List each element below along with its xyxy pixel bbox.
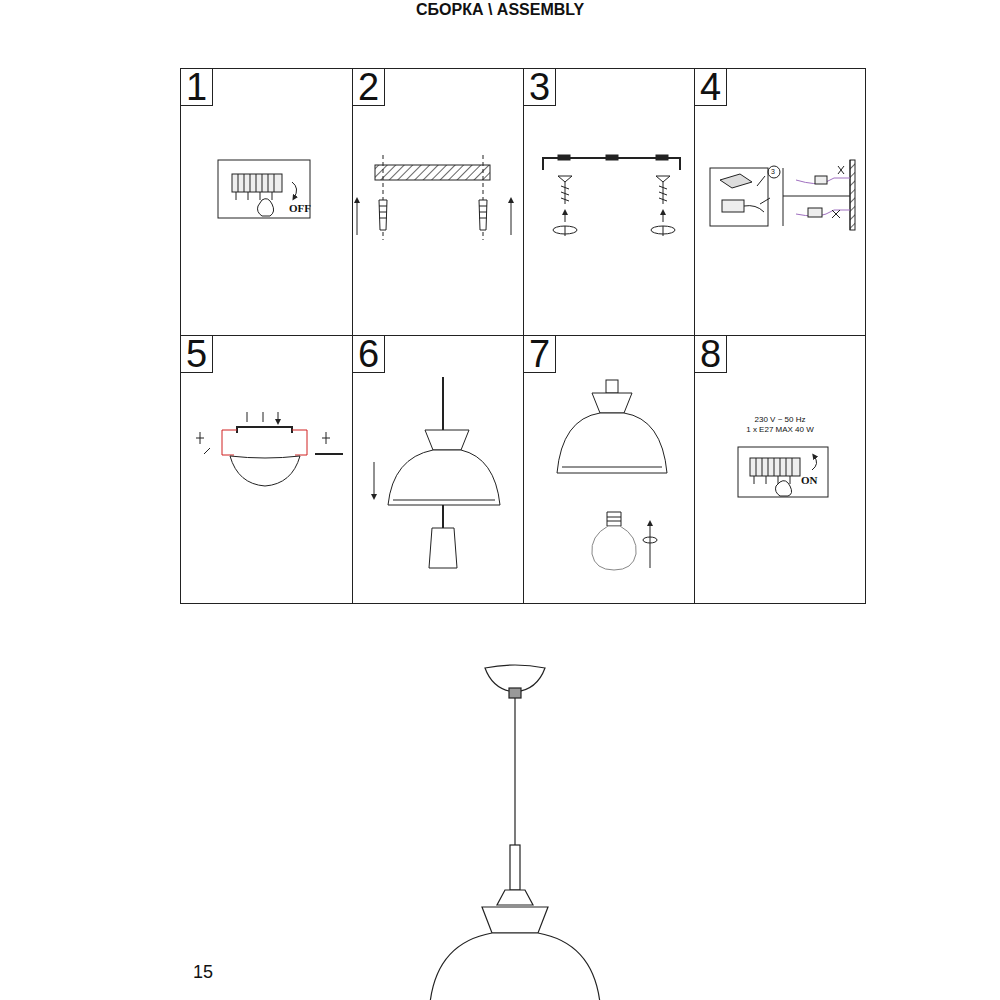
wiring-figure-part bbox=[757, 176, 770, 204]
step-number: 1 bbox=[181, 69, 213, 106]
bulb-fitting-figure-part bbox=[607, 512, 621, 526]
step-number: 8 bbox=[695, 336, 727, 373]
terminal-off-figure-part bbox=[238, 174, 274, 192]
terminal-off-figure-part bbox=[232, 174, 282, 192]
wiring-figure-part bbox=[722, 200, 744, 212]
canopy-figure bbox=[196, 412, 343, 486]
step-panel: 6 bbox=[352, 335, 524, 604]
ceiling-drill-figure-part bbox=[375, 165, 490, 180]
bulb-fitting-figure bbox=[557, 380, 667, 570]
terminal-on-figure bbox=[738, 447, 828, 497]
wiring-figure-part bbox=[710, 168, 768, 226]
shade-threading-figure-part bbox=[429, 528, 457, 568]
terminal-on-figure-part bbox=[776, 481, 792, 496]
wiring-figure-part bbox=[815, 176, 827, 184]
panel-text: OFF bbox=[289, 202, 311, 214]
canopy-figure-part bbox=[247, 412, 278, 422]
terminal-off-figure bbox=[218, 160, 310, 218]
ceiling-drill-figure bbox=[357, 155, 511, 240]
pendant-lamp-figure bbox=[430, 665, 600, 1000]
ceiling-drill-figure-part bbox=[357, 200, 358, 235]
page-title: СБОРКА \ ASSEMBLY bbox=[416, 1, 584, 19]
shade-threading-figure-part bbox=[374, 462, 375, 497]
bulb-fitting-figure-part bbox=[592, 393, 632, 413]
step-panel: 43 bbox=[694, 68, 866, 336]
panel-text: 3 bbox=[771, 168, 775, 176]
bracket-mount-figure-part bbox=[606, 155, 618, 160]
wiring-figure-part bbox=[783, 196, 850, 197]
wiring-figure-part bbox=[838, 166, 844, 174]
canopy-figure-part bbox=[230, 456, 300, 486]
wiring-figure-part bbox=[720, 174, 752, 188]
wiring-figure-part bbox=[744, 206, 764, 212]
terminal-on-figure-part bbox=[756, 458, 792, 476]
bracket-mount-figure bbox=[543, 155, 680, 236]
bracket-mount-figure-part bbox=[558, 176, 572, 204]
panel-text: ON bbox=[801, 474, 818, 486]
step-panel: 3 bbox=[523, 68, 695, 336]
step-panel: 1OFF bbox=[180, 68, 353, 336]
step-panel: 2 bbox=[352, 68, 524, 336]
step-panel: 5 bbox=[180, 335, 353, 604]
terminal-on-figure-part bbox=[738, 447, 828, 497]
canopy-figure-part bbox=[322, 432, 330, 444]
panel-text: 230 V ~ 50 Hz bbox=[695, 416, 865, 425]
step-number: 5 bbox=[181, 336, 213, 373]
page-number: 15 bbox=[193, 962, 213, 983]
pendant-lamp-figure-part bbox=[482, 907, 548, 933]
canopy-figure-part bbox=[204, 448, 210, 454]
pendant-lamp-figure-part bbox=[509, 688, 521, 698]
bulb-fitting-figure-part bbox=[562, 467, 662, 468]
bracket-mount-figure-part bbox=[663, 212, 664, 222]
terminal-off-figure-part bbox=[292, 182, 297, 198]
bulb-fitting-figure-part bbox=[557, 413, 667, 473]
step-panel: 7 bbox=[523, 335, 695, 604]
terminal-off-figure-part bbox=[218, 160, 310, 218]
wiring-figure-part bbox=[783, 168, 784, 226]
ceiling-drill-figure-part bbox=[511, 200, 512, 235]
wiring-figure bbox=[710, 160, 855, 230]
terminal-on-figure-part bbox=[750, 458, 800, 476]
wiring-figure-part bbox=[850, 160, 855, 230]
bulb-fitting-figure-part bbox=[606, 380, 618, 393]
bulb-fitting-figure-part bbox=[643, 537, 657, 543]
step-number: 3 bbox=[524, 69, 556, 106]
pendant-lamp-figure-part bbox=[497, 890, 533, 905]
pendant-lamp-figure-part bbox=[510, 845, 520, 890]
wiring-figure-part bbox=[796, 210, 850, 216]
ceiling-drill-figure-part bbox=[379, 200, 387, 230]
ceiling-drill-figure-part bbox=[479, 200, 487, 230]
canopy-figure-part bbox=[222, 430, 307, 455]
bracket-mount-figure-part bbox=[558, 155, 570, 160]
shade-threading-figure-part bbox=[425, 430, 469, 450]
canopy-figure-part bbox=[315, 453, 343, 455]
pendant-lamp-figure-part bbox=[514, 698, 515, 845]
bracket-mount-figure-part bbox=[565, 226, 663, 236]
panel-text: 1 x E27 MAX 40 W bbox=[695, 426, 865, 435]
pendant-lamp-figure-part bbox=[430, 933, 600, 1000]
step-number: 2 bbox=[353, 69, 385, 106]
bulb-fitting-figure-part bbox=[592, 526, 636, 570]
wiring-figure-part bbox=[832, 210, 840, 218]
terminal-off-figure-part bbox=[258, 199, 274, 216]
wiring-figure-part bbox=[768, 166, 780, 178]
bulb-fitting-figure-part bbox=[650, 523, 651, 568]
terminal-on-figure-part bbox=[812, 456, 817, 470]
shade-threading-figure-part bbox=[388, 450, 500, 505]
step-number: 7 bbox=[524, 336, 556, 373]
canopy-figure-part bbox=[196, 432, 204, 444]
wiring-figure-part bbox=[808, 208, 822, 217]
shade-threading-figure bbox=[374, 377, 500, 568]
step-number: 4 bbox=[695, 69, 727, 106]
bracket-mount-figure-part bbox=[656, 176, 670, 204]
step-number: 6 bbox=[353, 336, 385, 373]
step-panel: 8 230 V ~ 50 Hz1 x E27 MAX 40 W ON bbox=[694, 335, 866, 604]
canopy-figure-part bbox=[237, 427, 292, 433]
bracket-mount-figure-part bbox=[565, 212, 566, 222]
bracket-mount-figure-part bbox=[656, 155, 668, 160]
shade-threading-figure-part bbox=[393, 500, 495, 501]
